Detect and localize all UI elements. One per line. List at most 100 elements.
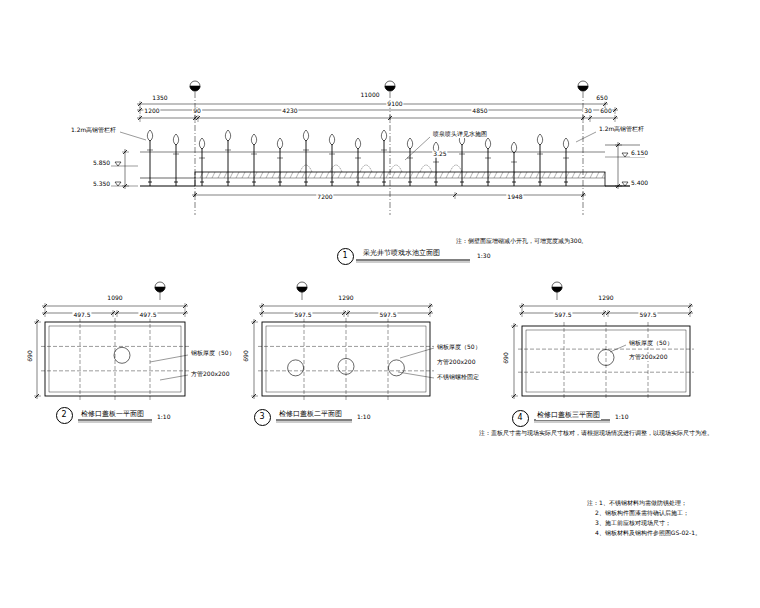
- drawing-annotation: 注：1、不锈钢材料均需做防锈处理；: [586, 500, 688, 507]
- section-marker: [155, 282, 165, 292]
- drawing-line: [398, 372, 434, 378]
- drawing-line: [610, 345, 626, 352]
- plate-frame: [266, 326, 426, 392]
- drawing-line: [262, 310, 263, 317]
- drawing-line: [306, 140, 307, 186]
- drawing-line: [476, 172, 479, 178]
- drawing-line: [42, 306, 188, 307]
- drawing-line: [278, 182, 282, 183]
- drawing-line: [615, 107, 616, 114]
- drawing-annotation: 600: [599, 108, 612, 115]
- pool-wall: [195, 172, 605, 186]
- section-marker-fill: [552, 287, 562, 292]
- drawing-line: [137, 118, 618, 119]
- drawing-line: [140, 152, 605, 153]
- drawing-annotation: 497.5: [72, 312, 91, 319]
- drawing-line: [596, 172, 599, 178]
- drawing-annotation: 7200: [316, 194, 333, 201]
- drawing-line: [173, 154, 179, 155]
- drawing-line: [512, 172, 515, 178]
- drawing-line: [140, 107, 141, 114]
- drawing-line: [344, 172, 347, 178]
- drawing-line: [192, 195, 586, 196]
- drawing-line: [117, 310, 118, 317]
- drawing-line: [560, 172, 563, 178]
- drawing-line: [566, 148, 567, 186]
- access-hole: [114, 347, 130, 363]
- drawing-annotation: 4、钢板材料及钢构件参照图GS-02-1。: [594, 530, 702, 537]
- access-hole: [338, 358, 354, 374]
- drawing-line: [542, 172, 545, 178]
- drawing-line: [113, 310, 114, 317]
- lamp-head: [407, 138, 412, 149]
- drawing-line: [258, 346, 434, 347]
- drawing-line: [284, 172, 287, 178]
- drawing-line: [400, 348, 434, 358]
- drawing-line: [140, 115, 141, 122]
- drawing-annotation: 5.350: [92, 181, 111, 188]
- drawing-line: [150, 355, 188, 362]
- drawing-line: [690, 303, 691, 310]
- lamp-head: [381, 130, 386, 141]
- drawing-annotation: 4230: [281, 108, 298, 115]
- drawing-line: [330, 182, 334, 183]
- drawing-line: [514, 323, 515, 399]
- drawing-annotation: 注：侧壁面应增砌减小开孔，可增宽度减为300。: [455, 238, 588, 245]
- drawing-title: 采光井节喷戏水池立面图: [362, 250, 441, 258]
- drawing-line: [590, 115, 591, 122]
- water-jet: [390, 165, 402, 172]
- drawing-line: [602, 172, 605, 178]
- drawing-line: [511, 326, 518, 327]
- drawing-line: [80, 318, 81, 400]
- level-mark: [115, 182, 121, 186]
- drawing-line: [304, 318, 305, 400]
- drawing-annotation: 5.850: [92, 160, 111, 167]
- drawing-line: [140, 101, 141, 108]
- drawing-line: [260, 172, 263, 178]
- drawing-line: [346, 318, 347, 400]
- drawing-line: [485, 158, 491, 159]
- drawing-line: [226, 182, 230, 183]
- drawing-line: [148, 182, 152, 183]
- drawing-line: [615, 186, 622, 187]
- drawing-line: [519, 306, 693, 307]
- drawing-line: [368, 172, 371, 178]
- drawing-line: [266, 172, 269, 178]
- drawing-line: [338, 172, 341, 178]
- drawing-line: [160, 375, 188, 380]
- drawing-line: [252, 182, 256, 183]
- section-marker: [190, 81, 200, 91]
- drawing-line: [251, 154, 257, 155]
- section-marker: [385, 81, 395, 91]
- access-hole: [388, 360, 404, 376]
- drawing-line: [37, 319, 38, 399]
- drawing-line: [557, 292, 558, 300]
- title-circle: 4: [512, 410, 529, 427]
- callout-number: 2: [61, 411, 66, 419]
- drawing-title: 检修口盖板二平面图: [278, 411, 343, 419]
- drawing-line: [464, 172, 467, 178]
- drawing-line: [428, 172, 431, 178]
- drawing-annotation: 钢板厚度（50）: [190, 350, 236, 357]
- drawing-line: [332, 144, 333, 186]
- drawing-line: [440, 172, 443, 178]
- drawing-line: [615, 145, 622, 146]
- drawing-line: [511, 396, 518, 397]
- drawing-line: [460, 182, 464, 183]
- drawing-line: [303, 150, 309, 151]
- drawing-line: [576, 132, 596, 142]
- drawing-line: [386, 172, 389, 178]
- drawing-annotation: 690: [503, 351, 510, 364]
- drawing-annotation: 不锈钢螺栓固定: [436, 374, 480, 381]
- lamp-head: [199, 138, 204, 149]
- drawing-line: [45, 310, 46, 317]
- drawing-line: [537, 154, 543, 155]
- drawing-line: [384, 140, 385, 186]
- callout-number: 1: [342, 252, 347, 260]
- drawing-line: [605, 145, 640, 146]
- drawing-line: [42, 313, 188, 314]
- drawing-line: [276, 420, 352, 421]
- access-hole: [288, 360, 304, 376]
- drawing-line: [350, 172, 353, 178]
